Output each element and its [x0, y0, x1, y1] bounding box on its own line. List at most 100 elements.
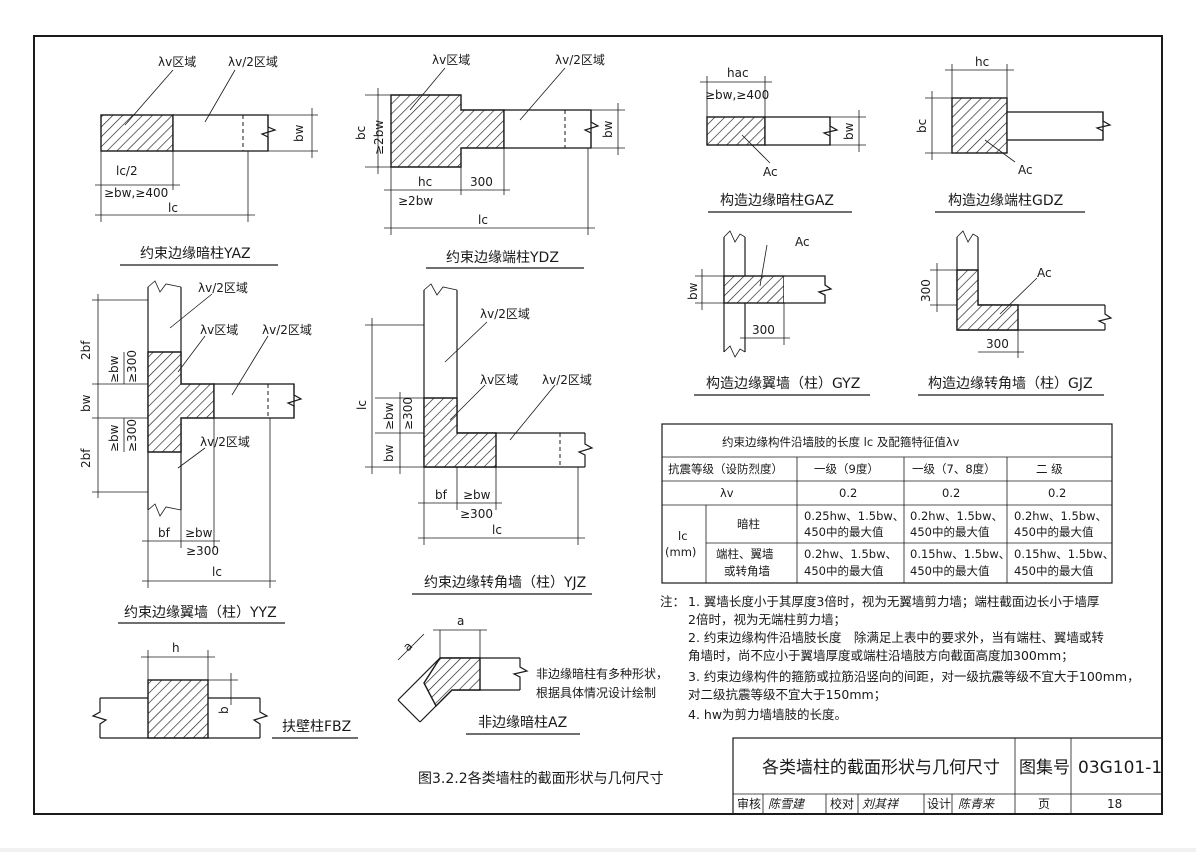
title-block: 各类墙柱的截面形状与几何尺寸 图集号 03G101-1 审核 陈雪建 校对 刘其…	[732, 737, 1163, 815]
table-title: 约束边缘构件沿墙肢的长度 lc 及配箍特征值λv	[722, 435, 960, 449]
gdz-ac: Ac	[1018, 163, 1033, 177]
yyz-dim-ge300: ≥300	[186, 544, 219, 558]
table-lv-2: 0.2	[942, 486, 960, 500]
table-lv-1: 0.2	[839, 486, 857, 500]
gyz-caption: 构造边缘翼墙（柱）GYZ	[706, 376, 860, 392]
gaz-dim-hac: hac	[727, 66, 749, 80]
check-label: 校对	[830, 796, 854, 811]
table-row2-name2: 或转角墙	[724, 564, 770, 578]
gjz-dim-300-h: 300	[986, 337, 1009, 351]
ydz-dim-hc: hc	[418, 175, 432, 189]
gdz-caption: 构造边缘端柱GDZ	[948, 193, 1063, 209]
notes-block: 注： 1. 翼墙长度小于其厚度3倍时，视为无翼墙剪力墙；端柱截面边长小于墙厚 2…	[660, 594, 1140, 722]
note-line-5: 3. 约束边缘构件的箍筋或拉筋沿竖向的间距，对一级抗震等级不宜大于100mm，	[688, 669, 1140, 684]
yjz-zone-lv-half-top: λv/2区域	[480, 307, 530, 321]
ydz-caption: 约束边缘端柱YDZ	[446, 250, 559, 266]
az-detail: a a 非边缘暗柱AZ 非边缘暗柱有多种形状， 根据具体情况设计绘制	[397, 614, 668, 735]
yjz-dim-lc: lc	[492, 523, 502, 537]
atlas-label: 图集号	[1019, 758, 1070, 778]
yyz-dim-ge300-bottom: ≥300	[125, 419, 139, 452]
gaz-dim-bw: bw	[842, 122, 856, 140]
yyz-caption: 约束边缘翼墙（柱）YYZ	[124, 605, 277, 621]
table-r1c2-a: 0.2hw、1.5bw、	[910, 509, 1003, 523]
az-note-1: 非边缘暗柱有多种形状，	[536, 666, 668, 681]
sheet-border	[33, 35, 1163, 815]
ydz-zone-lv-half: λv/2区域	[555, 53, 605, 67]
yyz-dim-bw: bw	[79, 394, 93, 412]
notes-prefix: 注：	[660, 594, 685, 609]
yaz-zone-lv-half: λv/2区域	[228, 55, 278, 69]
yyz-dim-bf: bf	[158, 526, 171, 540]
page-number: 18	[1107, 797, 1122, 811]
table-r1c1-a: 0.25hw、1.5bw、	[804, 509, 904, 523]
yjz-dim-bf: bf	[435, 488, 448, 502]
yyz-dim-gebf-bottom: ≥bw	[107, 424, 121, 452]
yaz-dim-lc: lc	[168, 201, 178, 215]
yyz-dim-2bf-top: 2bf	[79, 340, 93, 360]
table-r1c3-a: 0.2hw、1.5bw、	[1014, 509, 1107, 523]
table-r2c1-a: 0.2hw、1.5bw、	[804, 547, 897, 561]
gjz-ac: Ac	[1037, 266, 1052, 280]
az-note-2: 根据具体情况设计绘制	[536, 685, 656, 700]
yaz-dim-lc-half: lc/2	[116, 164, 138, 178]
table-header-1: 一级（9度）	[814, 462, 879, 476]
review-label: 审核	[737, 796, 761, 811]
yjz-detail: λv/2区域 λv区域 λv/2区域 lc ≥bw ≥300 bw bf ≥bw…	[355, 283, 594, 595]
gyz-detail: Ac bw 300 构造边缘翼墙（柱）GYZ	[686, 230, 870, 396]
table-r1c3-b: 450中的最大值	[1014, 525, 1094, 539]
note-line-2: 2倍时，视为无端柱剪力墙；	[688, 612, 846, 627]
yyz-dim-gebw: ≥bw	[185, 526, 213, 540]
yyz-detail: λv/2区域 λv区域 λv/2区域 λv/2区域 2bf bw 2bf ≥bw…	[79, 280, 312, 624]
table-r1c1-b: 450中的最大值	[804, 525, 884, 539]
yaz-dim-bw: bw	[292, 124, 306, 142]
ydz-dim-ge2bw-b: ≥2bw	[398, 194, 433, 208]
note-line-4: 角墙时，尚不应小于翼墙厚度或端柱沿墙肢方向截面高度加300mm；	[688, 648, 1074, 663]
yjz-zone-lv: λv区域	[480, 373, 518, 387]
yyz-dim-2bf-bottom: 2bf	[79, 448, 93, 468]
gdz-dim-hc: hc	[975, 55, 989, 69]
check-signature: 刘其祥	[862, 797, 900, 811]
fbz-caption: 扶壁柱FBZ	[282, 719, 351, 735]
yaz-dim-ge: ≥bw,≥400	[104, 186, 168, 200]
ydz-dim-lc: lc	[478, 213, 488, 227]
gjz-dim-300: 300	[919, 279, 933, 302]
gdz-detail: hc bc Ac 构造边缘端柱GDZ	[915, 55, 1112, 213]
note-line-6: 对二级抗震等级不宜大于150mm；	[688, 687, 886, 702]
gyz-dim-bw: bw	[686, 282, 700, 300]
yjz-dim-gebw: ≥bw	[463, 488, 491, 502]
table-r1c2-b: 450中的最大值	[910, 525, 990, 539]
design-signature: 陈青来	[958, 797, 995, 811]
design-label: 设计	[927, 797, 951, 811]
yjz-dim-bw-v: bw	[382, 444, 396, 462]
yyz-zone-lv-half-right: λv/2区域	[262, 323, 312, 337]
table-r2c3-b: 450中的最大值	[1014, 564, 1094, 578]
gaz-detail: hac ≥bw,≥400 bw Ac 构造边缘暗柱GAZ	[700, 66, 866, 213]
yjz-zone-lv-half-right: λv/2区域	[542, 373, 592, 387]
fbz-dim-h: h	[172, 641, 180, 655]
yyz-dim-lc: lc	[212, 565, 222, 579]
table-lc-unit: (mm)	[665, 545, 696, 559]
az-dim-a-left: a	[400, 639, 415, 654]
table-r2c2-b: 450中的最大值	[910, 564, 990, 578]
az-caption: 非边缘暗柱AZ	[478, 715, 567, 731]
review-signature: 陈雪建	[768, 797, 806, 811]
yjz-dim-ge300: ≥300	[460, 507, 493, 521]
ydz-detail: λv区域 λv/2区域 bc ≥2bw bw hc 300 ≥2bw lc 约束…	[354, 53, 625, 269]
table-row2-name1: 端柱、翼墙	[716, 547, 774, 561]
ydz-dim-bw: bw	[601, 120, 615, 138]
yaz-zone-lv: λv区域	[158, 55, 196, 69]
table-r2c2-a: 0.15hw、1.5bw、	[910, 547, 1010, 561]
yyz-zone-lv-half-bottom: λv/2区域	[200, 435, 250, 449]
ydz-dim-bc: bc	[354, 126, 368, 140]
yjz-caption: 约束边缘转角墙（柱）YJZ	[424, 575, 586, 591]
yyz-zone-lv-half-top: λv/2区域	[198, 281, 248, 295]
table-lc-label: lc	[678, 529, 688, 543]
gyz-dim-300: 300	[752, 323, 775, 337]
yjz-dim-gebw-v: ≥bw	[382, 402, 396, 430]
ydz-dim-ge2bw: ≥2bw	[372, 120, 386, 155]
note-line-3: 2. 约束边缘构件沿墙肢长度 除满足上表中的要求外，当有端柱、翼墙或转	[688, 630, 1104, 645]
note-line-1: 1. 翼墙长度小于其厚度3倍时，视为无翼墙剪力墙；端柱截面边长小于墙厚	[688, 594, 1099, 609]
lc-table: 约束边缘构件沿墙肢的长度 lc 及配箍特征值λv 抗震等级（设防烈度） 一级（9…	[661, 423, 1114, 584]
table-r2c3-a: 0.15hw、1.5bw、	[1014, 547, 1114, 561]
yyz-zone-lv: λv区域	[200, 323, 238, 337]
